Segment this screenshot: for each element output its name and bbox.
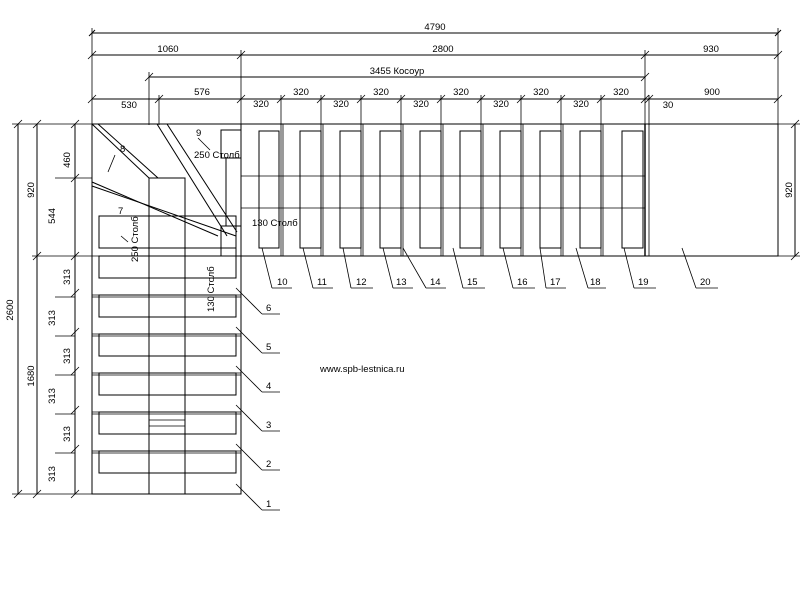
dim-step-6: 313: [62, 269, 73, 285]
step-2-tread: [98, 411, 237, 435]
step-number-5: 5: [266, 342, 271, 353]
step-1-tread: [98, 450, 237, 474]
step-13-tread: [379, 130, 402, 249]
step-10-tread: [258, 130, 280, 249]
dim-step-19: 320: [613, 87, 629, 98]
dim-step-13: 320: [373, 87, 389, 98]
dim-right-height: 920: [784, 182, 795, 198]
dim-step-15: 320: [453, 87, 469, 98]
step-number-labels: 1 2 3 4 5 6 7 8 9 10 11 12 13 14 15 16 1…: [118, 128, 711, 510]
dim-step-3: 313: [47, 388, 58, 404]
step-number-1: 1: [266, 499, 271, 510]
step-number-20: 20: [700, 277, 711, 288]
step-number-4: 4: [266, 381, 271, 392]
step-number-6: 6: [266, 303, 271, 314]
dim-step-2: 313: [62, 426, 73, 442]
dim-step-17: 320: [533, 87, 549, 98]
dim-right-part: 930: [703, 44, 719, 55]
step-number-3: 3: [266, 420, 271, 431]
upper-flight: [240, 123, 779, 257]
dim-step-4: 313: [62, 348, 73, 364]
dim-lower-height: 1680: [26, 365, 37, 386]
dim-middle-part: 2800: [432, 44, 453, 55]
step-number-12: 12: [356, 277, 367, 288]
dim-step-18: 320: [573, 99, 589, 110]
step-number-15: 15: [467, 277, 478, 288]
step-number-8: 8: [120, 144, 125, 155]
right-dimension: 920: [778, 119, 800, 261]
dim-544: 544: [47, 208, 58, 224]
step-number-14: 14: [430, 277, 441, 288]
dim-step-14: 320: [413, 99, 429, 110]
step-number-7: 7: [118, 206, 123, 217]
winder-area: [91, 123, 242, 257]
post-250-top-label: 250 Столб: [194, 150, 240, 161]
step-number-19: 19: [638, 277, 649, 288]
step-number-16: 16: [517, 277, 528, 288]
dim-total-height: 2600: [5, 299, 16, 320]
dim-left-part: 1060: [157, 44, 178, 55]
step-number-2: 2: [266, 459, 271, 470]
dim-step-16: 320: [493, 99, 509, 110]
step-3-tread: [98, 372, 237, 396]
dim-step-11: 320: [293, 87, 309, 98]
dim-total-width: 4790: [424, 22, 445, 33]
step-number-13: 13: [396, 277, 407, 288]
step-11-tread: [299, 130, 322, 249]
dim-kosour: 3455 Косоур: [370, 66, 425, 77]
post-130-vertical-label: 130 Столб: [206, 266, 217, 312]
step-17-tread: [539, 130, 562, 249]
post-labels: 250 Столб 130 Столб 250 Столб 130 Столб: [130, 150, 298, 312]
post-250-vertical: [148, 177, 186, 257]
step-number-11: 11: [317, 277, 327, 288]
step-15-tread: [459, 130, 482, 249]
dim-576: 576: [194, 87, 210, 98]
step-4-tread: [98, 333, 237, 357]
dim-460: 460: [62, 152, 73, 168]
lower-flight: [91, 123, 242, 495]
step-number-10: 10: [277, 277, 288, 288]
step-16-tread: [499, 130, 522, 249]
dim-900: 900: [704, 87, 720, 98]
dim-step-1: 313: [47, 466, 58, 482]
step-number-leaders: [107, 137, 718, 511]
step-number-18: 18: [590, 277, 601, 288]
step-number-17: 17: [550, 277, 561, 288]
step-7-tread: [98, 215, 237, 249]
post-130-right-label: 130 Столб: [252, 218, 298, 229]
dim-step-5: 313: [47, 310, 58, 326]
step-14-tread: [419, 130, 442, 249]
step-number-9: 9: [196, 128, 201, 139]
website-label: www.spb-lestnica.ru: [319, 364, 404, 375]
dim-30: 30: [663, 100, 674, 111]
step-19-tread: [621, 130, 644, 249]
left-dimensions: 2600 920 1680 460 544 313 313 313 313 31…: [5, 119, 92, 499]
dim-530: 530: [121, 100, 137, 111]
step-12-tread: [339, 130, 362, 249]
dim-upper-height: 920: [26, 182, 37, 198]
top-dimensions: 4790 1060 2800 930 3455 Косоур 530 576: [87, 22, 783, 125]
dim-step-10: 320: [253, 99, 269, 110]
post-250-vertical-label: 250 Столб: [130, 216, 141, 262]
dim-step-12: 320: [333, 99, 349, 110]
step-18-tread: [579, 130, 602, 249]
